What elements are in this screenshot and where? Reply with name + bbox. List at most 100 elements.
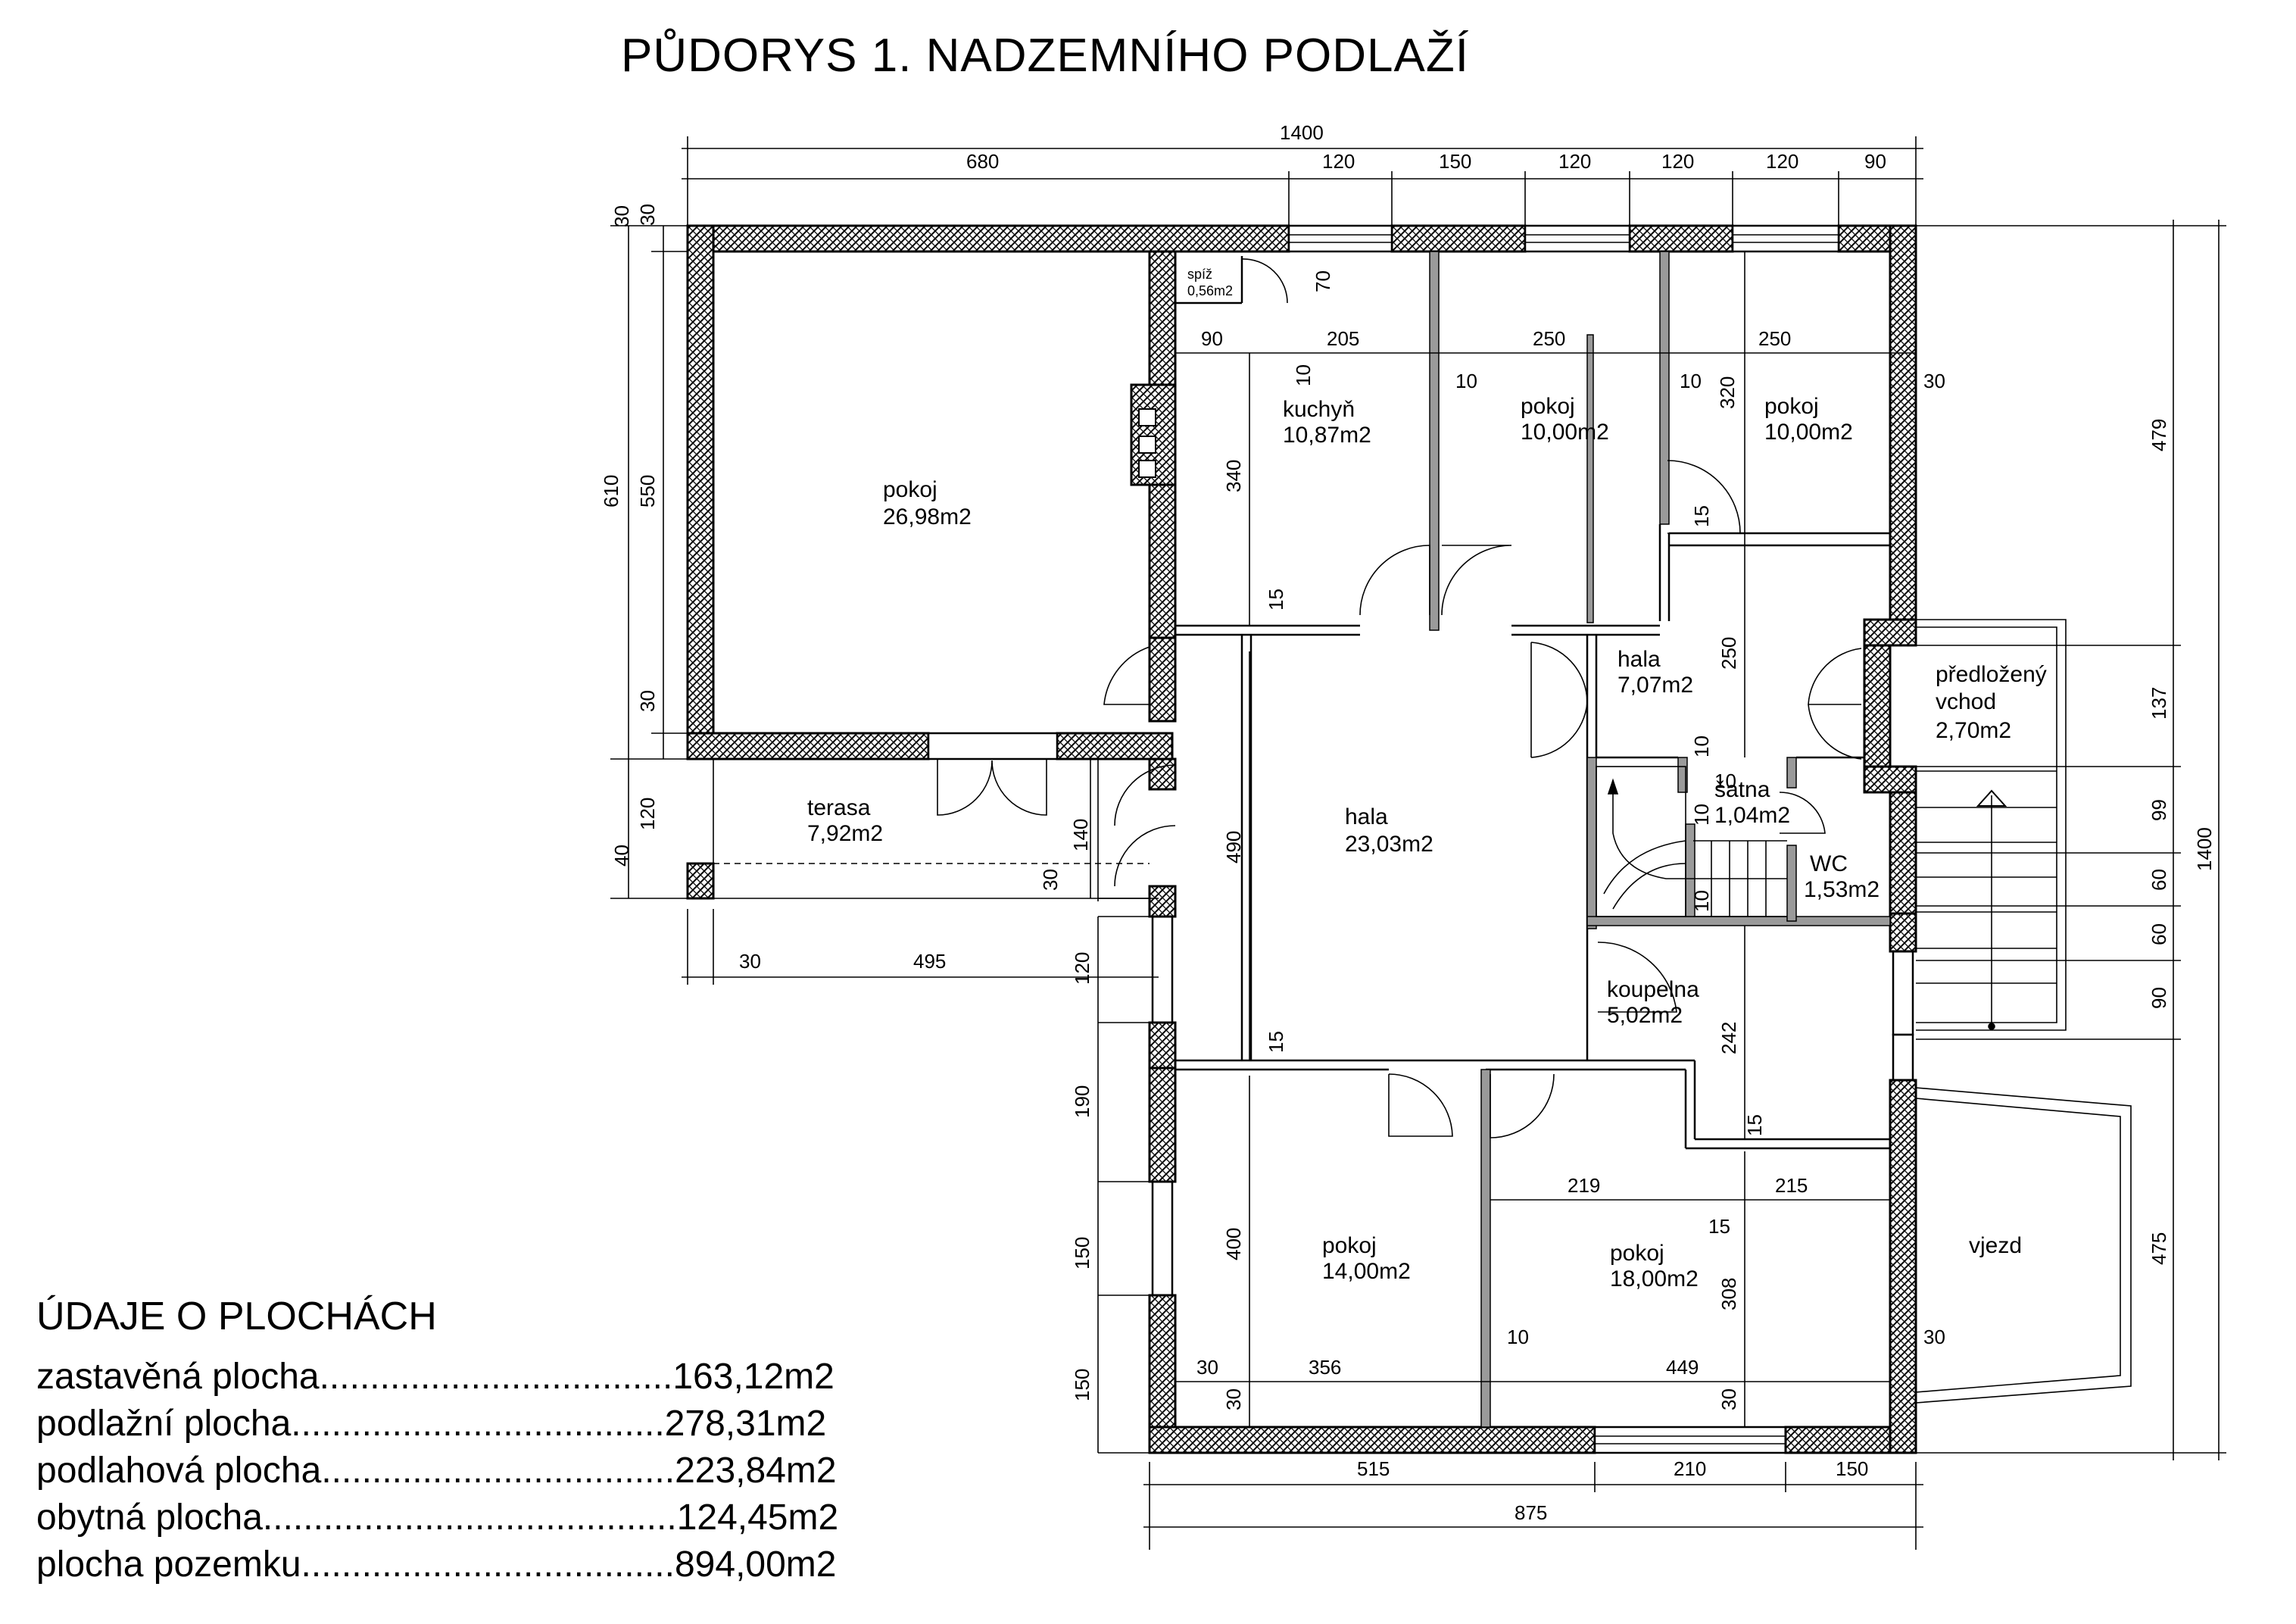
entrance-steps: [1916, 619, 2067, 1031]
dim-15e: 15: [1708, 1215, 1730, 1238]
doors: [937, 258, 1862, 1138]
dim-top-3: 150: [1439, 150, 1471, 173]
area-label: plocha pozemku: [36, 1544, 301, 1585]
dim-right-137: 137: [2148, 687, 2170, 720]
area-value: 894,00m2: [674, 1544, 837, 1585]
room-pokoj18-name: pokoj: [1610, 1241, 1664, 1266]
dim-30e: 30: [1222, 1388, 1245, 1410]
dim-top-7: 90: [1864, 150, 1886, 173]
dim-right-475: 475: [2148, 1232, 2170, 1265]
room-satna-area: 1,04m2: [1714, 803, 1790, 828]
dim-top-total: 1400: [1280, 121, 1324, 144]
dim-terrace-30: 30: [739, 950, 761, 973]
door-satna: [1779, 792, 1826, 834]
dim-left-550: 550: [636, 475, 659, 508]
room-predlozeny-name: předložený: [1936, 662, 2047, 687]
dim-bottom-total: 875: [1515, 1501, 1547, 1524]
dim-215: 215: [1775, 1174, 1808, 1197]
room-labels: pokoj 26,98m2 spíž 0,56m2 kuchyň 10,87m2…: [807, 267, 2047, 1291]
dim-left-mid-150a: 150: [1071, 1237, 1093, 1270]
room-pokoj-big-name: pokoj: [883, 477, 937, 502]
room-spiz-name: spíž: [1187, 267, 1212, 282]
dim-left-mid-150b: 150: [1071, 1369, 1093, 1401]
area-label: podlahová plocha: [36, 1451, 322, 1491]
dim-bottom-210: 210: [1674, 1457, 1706, 1480]
dim-top-5: 120: [1661, 150, 1694, 173]
staircase: [1596, 766, 1787, 917]
dim-right-90: 90: [2148, 987, 2170, 1009]
dim-140: 140: [1069, 819, 1092, 851]
dim-30a: 30: [1923, 370, 1945, 392]
area-row-obytna: obytná plocha...........................…: [36, 1497, 838, 1538]
room-wc-area: 1,53m2: [1804, 877, 1880, 902]
area-label: podlažní plocha: [36, 1404, 292, 1444]
room-pokoj3-area: 10,00m2: [1764, 420, 1853, 445]
dim-right-60a: 60: [2148, 869, 2170, 891]
area-row-pozemek: plocha pozemku..........................…: [36, 1544, 836, 1585]
door-room2: [1441, 545, 1512, 616]
dim-356: 356: [1309, 1356, 1341, 1379]
dim-15d: 15: [1743, 1114, 1766, 1136]
dim-right-479: 479: [2148, 419, 2170, 451]
dim-10b: 10: [1455, 370, 1477, 392]
door-terrace-side: [1114, 764, 1176, 887]
dim-right-60b: 60: [2148, 923, 2170, 945]
area-value: 223,84m2: [675, 1451, 837, 1491]
dim-15b: 15: [1265, 589, 1287, 611]
room-hala-big-name: hala: [1345, 804, 1388, 829]
dim-10g: 10: [1507, 1326, 1529, 1348]
dim-inner-1: 90: [1201, 327, 1223, 350]
room-pokoj3-name: pokoj: [1764, 394, 1819, 419]
area-label: zastavěná plocha: [36, 1357, 320, 1397]
dim-250: 250: [1717, 637, 1740, 670]
dim-15a: 15: [1690, 505, 1713, 527]
dim-inner-3: 250: [1533, 327, 1565, 350]
room-koupelna-name: koupelna: [1607, 977, 1699, 1002]
door-entrance: [1808, 648, 1862, 760]
dim-10d: 10: [1690, 735, 1713, 757]
dim-left-mid-120: 120: [1071, 952, 1093, 985]
area-row-podlazni: podlažní plocha.........................…: [36, 1403, 826, 1444]
dim-30d: 30: [1923, 1326, 1945, 1348]
room-terasa-name: terasa: [807, 795, 871, 820]
door-spiz: [1241, 258, 1288, 304]
room-wc-name: WC: [1810, 851, 1848, 876]
room-satna-name: šatna: [1714, 777, 1770, 802]
partitions: [1174, 251, 1891, 1428]
room-pokoj14-name: pokoj: [1322, 1233, 1377, 1258]
wall-top-left: [686, 224, 1290, 253]
area-dots: ...................................: [319, 1357, 673, 1397]
room-predlozeny-area: 2,70m2: [1936, 718, 2011, 743]
area-dots: ...................................: [321, 1451, 675, 1491]
wall-top-mid2: [1628, 224, 1734, 253]
dim-10a: 10: [1292, 364, 1315, 386]
area-value: 124,45m2: [676, 1498, 839, 1538]
area-label: obytná plocha: [36, 1498, 263, 1538]
dimension-lines: [610, 136, 2226, 1550]
dim-terrace-495: 495: [913, 950, 946, 973]
area-value: 163,12m2: [672, 1357, 834, 1397]
dim-320: 320: [1716, 376, 1739, 409]
dim-left-outer: 610: [600, 475, 622, 508]
dim-340: 340: [1222, 460, 1245, 492]
dim-left-30a: 30: [636, 204, 659, 226]
dim-bottom-515: 515: [1357, 1457, 1390, 1480]
dimension-labels: 1400 680 120 150 120 120 120 90 90 205 2…: [600, 121, 2216, 1524]
dim-10f: 10: [1690, 890, 1713, 912]
dim-15c: 15: [1265, 1031, 1287, 1053]
areas-heading: ÚDAJE O PLOCHÁCH: [36, 1295, 437, 1338]
dim-top-6: 120: [1766, 150, 1798, 173]
dim-10c: 10: [1680, 370, 1702, 392]
door-room3: [1667, 460, 1741, 534]
dim-30b: 30: [1039, 869, 1062, 891]
dim-top-2: 120: [1322, 150, 1355, 173]
dim-449: 449: [1666, 1356, 1699, 1379]
wall-left-bigroom: [686, 224, 715, 742]
dim-top-1: 680: [966, 150, 999, 173]
room-terasa-area: 7,92m2: [807, 821, 883, 846]
door-terrace: [937, 759, 1047, 816]
door-bigroom: [1103, 646, 1150, 705]
room-hala-small-area: 7,07m2: [1617, 673, 1693, 698]
room-pokoj14-area: 14,00m2: [1322, 1259, 1411, 1284]
dim-right-total: 1400: [2193, 827, 2216, 871]
